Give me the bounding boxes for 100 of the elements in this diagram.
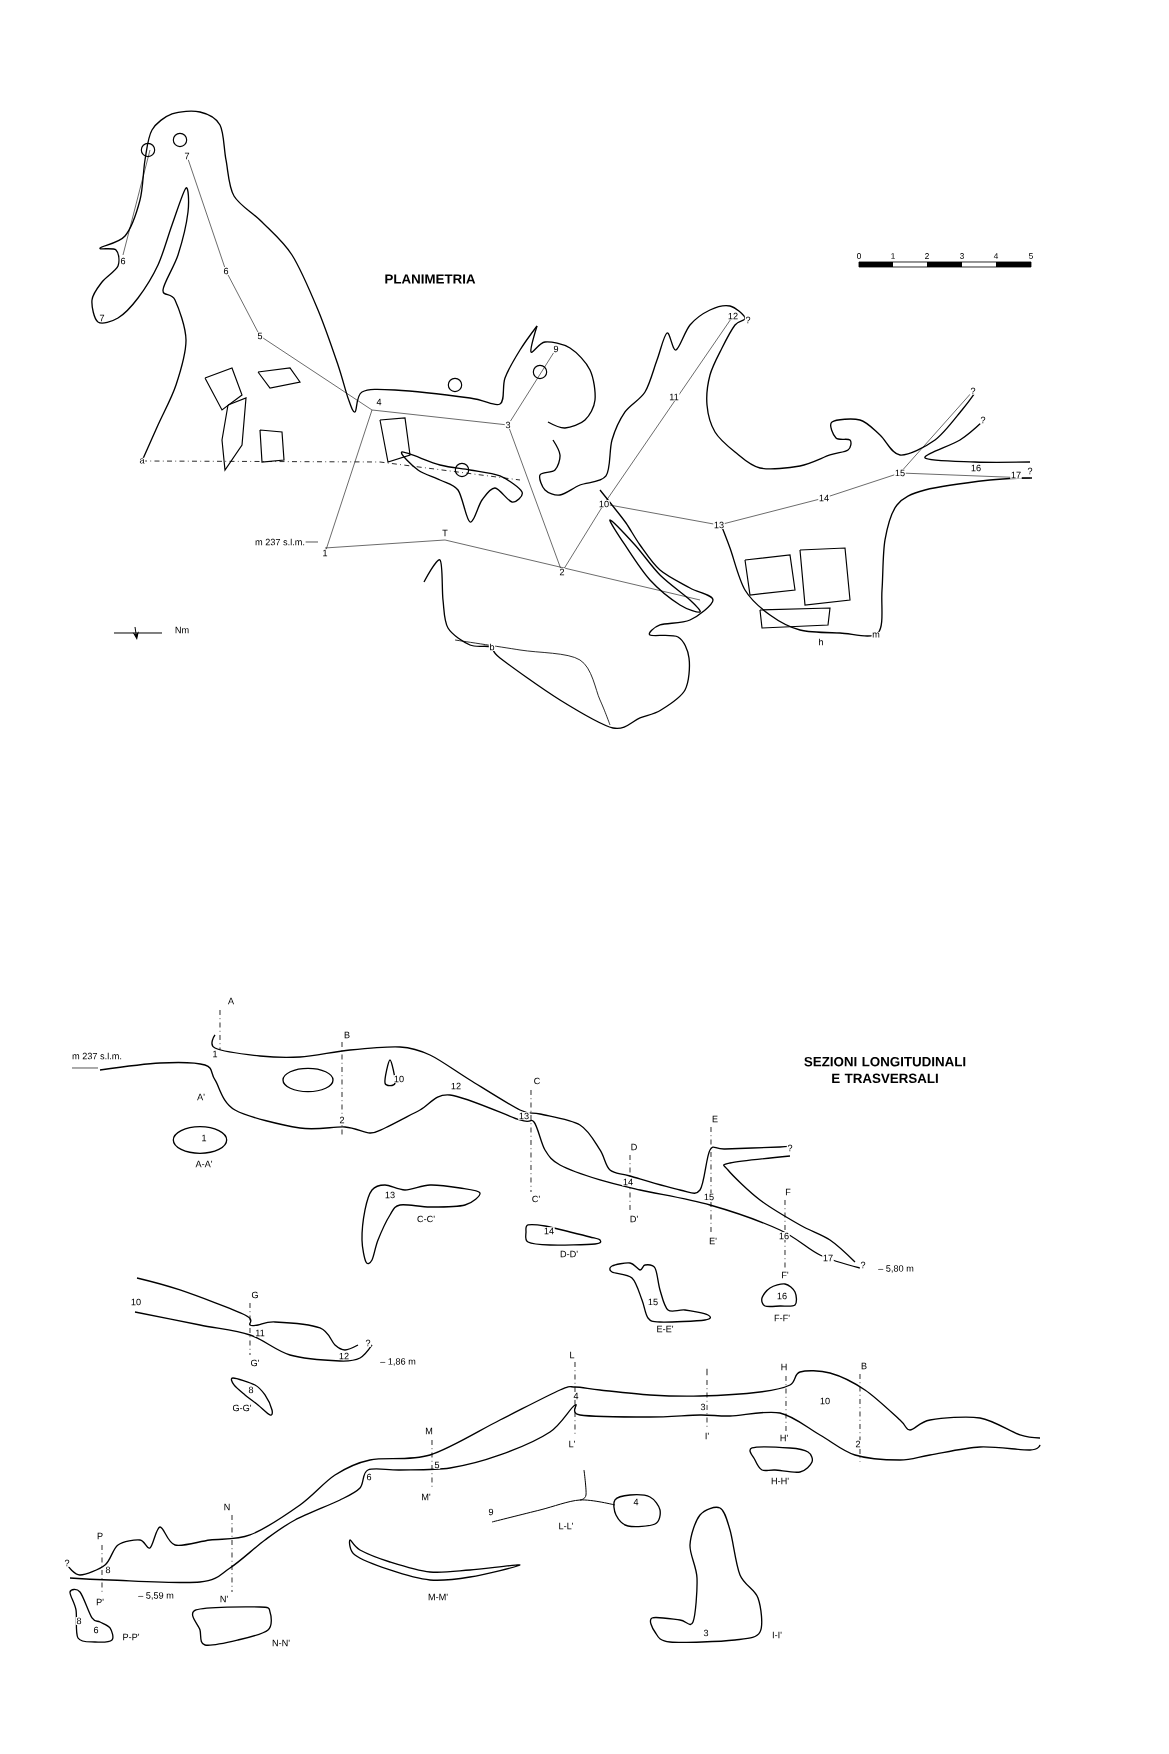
survey-label: I-I'	[771, 1631, 783, 1639]
survey-label: – 1,86 m	[379, 1357, 417, 1367]
survey-label: 14	[543, 1227, 555, 1235]
survey-label: ?	[786, 1144, 794, 1152]
survey-label: 10	[130, 1298, 142, 1306]
survey-label: 4	[375, 398, 383, 406]
survey-label: C'	[531, 1195, 541, 1203]
scale-number: 4	[993, 253, 999, 259]
survey-label: 13	[518, 1112, 530, 1120]
survey-label: H	[780, 1363, 788, 1371]
survey-label: 7	[98, 314, 106, 322]
survey-label: 11	[668, 393, 680, 401]
scale-number: 5	[1029, 253, 1033, 259]
survey-label: 8	[104, 1566, 112, 1574]
survey-label: I'	[704, 1432, 710, 1440]
survey-label: 4	[572, 1392, 580, 1400]
survey-label: G	[250, 1291, 260, 1299]
survey-label: B	[860, 1362, 868, 1370]
survey-label: B	[343, 1031, 351, 1039]
survey-label: 7	[183, 152, 191, 160]
survey-label: F-F'	[773, 1314, 791, 1322]
survey-label: m 237 s.l.m.	[254, 537, 306, 546]
survey-label: ?	[63, 1559, 71, 1567]
scale-number: 3	[960, 253, 964, 259]
survey-label: 5	[256, 332, 264, 340]
survey-label: 14	[818, 494, 830, 502]
survey-label: ?	[744, 316, 752, 324]
survey-label: 6	[119, 257, 127, 265]
survey-label: m 237 s.l.m.	[71, 1051, 123, 1060]
survey-label: 1	[200, 1134, 208, 1142]
survey-label: ?	[364, 1339, 372, 1347]
survey-label: A'	[196, 1093, 206, 1101]
survey-label: 3	[702, 1629, 710, 1637]
survey-label: F	[784, 1188, 792, 1196]
survey-label: 12	[727, 312, 739, 320]
survey-label: N-N'	[271, 1639, 291, 1647]
survey-label: F'	[780, 1271, 790, 1279]
survey-label: 4	[632, 1498, 640, 1506]
survey-label: H'	[779, 1434, 789, 1442]
survey-label: 10	[598, 500, 610, 508]
survey-label: I	[705, 1368, 709, 1376]
survey-label: h	[817, 638, 825, 646]
survey-label: 12	[450, 1082, 462, 1090]
survey-label: C-C'	[416, 1215, 436, 1223]
survey-label: – 5,59 m	[137, 1591, 175, 1601]
survey-label: M	[424, 1427, 434, 1435]
survey-label: D	[630, 1143, 638, 1151]
survey-label: b	[488, 642, 496, 651]
survey-label: a	[138, 457, 146, 465]
survey-label: 3	[699, 1403, 707, 1411]
survey-label: 17	[1010, 471, 1022, 479]
survey-label: D-D'	[559, 1250, 579, 1258]
survey-label: E	[711, 1115, 719, 1123]
survey-label: D'	[629, 1215, 639, 1223]
scale-number: 1	[891, 253, 895, 259]
survey-label: N'	[219, 1595, 229, 1603]
survey-label: M'	[420, 1493, 432, 1501]
survey-label: 2	[854, 1440, 862, 1448]
survey-label: G'	[249, 1359, 261, 1367]
survey-label: 15	[647, 1298, 659, 1306]
survey-label: 3	[504, 421, 512, 429]
survey-label: E'	[708, 1237, 718, 1245]
survey-label: A	[227, 997, 235, 1005]
heading: PLANIMETRIA	[382, 272, 478, 286]
survey-label: C	[533, 1077, 541, 1085]
survey-label: A-A'	[194, 1160, 214, 1168]
survey-label: 1	[211, 1050, 219, 1058]
survey-label: ?	[969, 387, 977, 395]
survey-label: 9	[552, 345, 560, 353]
survey-label: m	[871, 631, 881, 639]
survey-label: 5	[433, 1461, 441, 1469]
survey-label: 10	[819, 1397, 831, 1405]
survey-label: 2	[558, 568, 566, 576]
survey-label: 6	[222, 267, 230, 275]
survey-label: 15	[703, 1193, 715, 1201]
survey-label: 17	[822, 1254, 834, 1262]
survey-label: H-H'	[770, 1477, 790, 1485]
survey-label: 6	[365, 1473, 373, 1481]
survey-label: ?	[859, 1261, 867, 1269]
survey-label: T	[441, 529, 449, 537]
survey-label: P'	[95, 1598, 105, 1606]
survey-label: 16	[778, 1232, 790, 1240]
survey-label: 16	[776, 1292, 788, 1300]
survey-label: L	[568, 1351, 576, 1359]
survey-label: P	[96, 1532, 104, 1540]
survey-label: 10	[393, 1075, 405, 1083]
survey-label: 12	[338, 1352, 350, 1360]
survey-label: L'	[567, 1440, 577, 1448]
survey-label: 6	[92, 1626, 100, 1634]
survey-label: M-M'	[427, 1593, 449, 1601]
survey-label: ?	[979, 416, 987, 424]
scale-number: 0	[857, 253, 861, 259]
survey-label: P-P'	[121, 1633, 141, 1641]
survey-label: – 5,80 m	[877, 1264, 915, 1274]
survey-label: 13	[713, 521, 725, 529]
survey-label: 8	[75, 1617, 83, 1625]
scale-number: 2	[925, 253, 929, 259]
survey-label: 15	[894, 469, 906, 477]
survey-label: 2	[338, 1116, 346, 1124]
survey-label: L-L'	[557, 1522, 575, 1530]
